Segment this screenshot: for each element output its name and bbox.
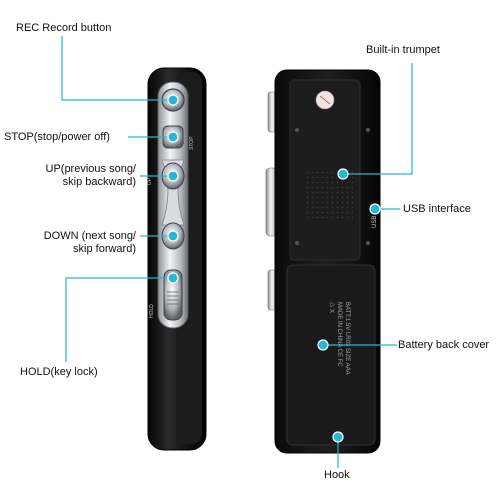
hold-switch[interactable] <box>163 269 183 321</box>
callout-dot-down <box>167 230 179 242</box>
callout-dots <box>167 94 381 443</box>
callout-line-hold <box>65 277 173 362</box>
callout-dot-hold <box>167 272 179 284</box>
label-hold: HOLD(key lock) <box>20 366 98 378</box>
label-hook: Hook <box>324 469 350 481</box>
battery-text-line-2: MADE IN CHINA CE FC <box>336 302 342 367</box>
battery-text-line-1: BATT:1.5V LR03 SIZE AAA <box>344 302 350 375</box>
callout-dot-usb <box>369 203 381 215</box>
label-rec: REC Record button <box>16 22 112 34</box>
label-down: DOWN (next song/ skip forward) <box>8 230 136 256</box>
callout-line-rec <box>61 36 173 101</box>
recorder-side-view: STOP UP HOLD <box>147 67 207 451</box>
battery-cover <box>286 264 376 446</box>
battery-text-line-3: ♺ X <box>328 302 335 313</box>
callout-dot-hook <box>332 431 344 443</box>
label-up-line-1: UP(previous song/ <box>45 163 137 175</box>
side-stop-text: STOP <box>189 136 195 150</box>
callout-line-trumpet <box>343 63 413 175</box>
callout-dot-up <box>167 170 179 182</box>
recorder-back-view: USB BATT:1.5V LR03 SIZE AAA MADE IN CHIN… <box>265 69 381 454</box>
side-hold-text: HOLD <box>149 304 155 318</box>
callout-dot-battery <box>317 339 329 351</box>
label-stop: STOP(stop/power off) <box>4 131 110 143</box>
label-battery: Battery back cover <box>398 339 490 351</box>
label-usb: USB interface <box>403 203 471 215</box>
label-down-line-2: skip forward) <box>73 243 136 255</box>
callout-dot-trumpet <box>337 168 349 180</box>
side-usb-text: USB <box>372 216 378 228</box>
label-up: UP(previous song/ skip backward) <box>8 163 137 189</box>
label-down-line-1: DOWN (next song/ <box>43 230 136 242</box>
callout-dot-rec <box>167 94 179 106</box>
callout-dot-stop <box>167 131 179 143</box>
label-up-line-2: skip backward) <box>62 176 136 188</box>
side-up-text: UP <box>147 177 153 185</box>
label-trumpet: Built-in trumpet <box>366 44 440 56</box>
